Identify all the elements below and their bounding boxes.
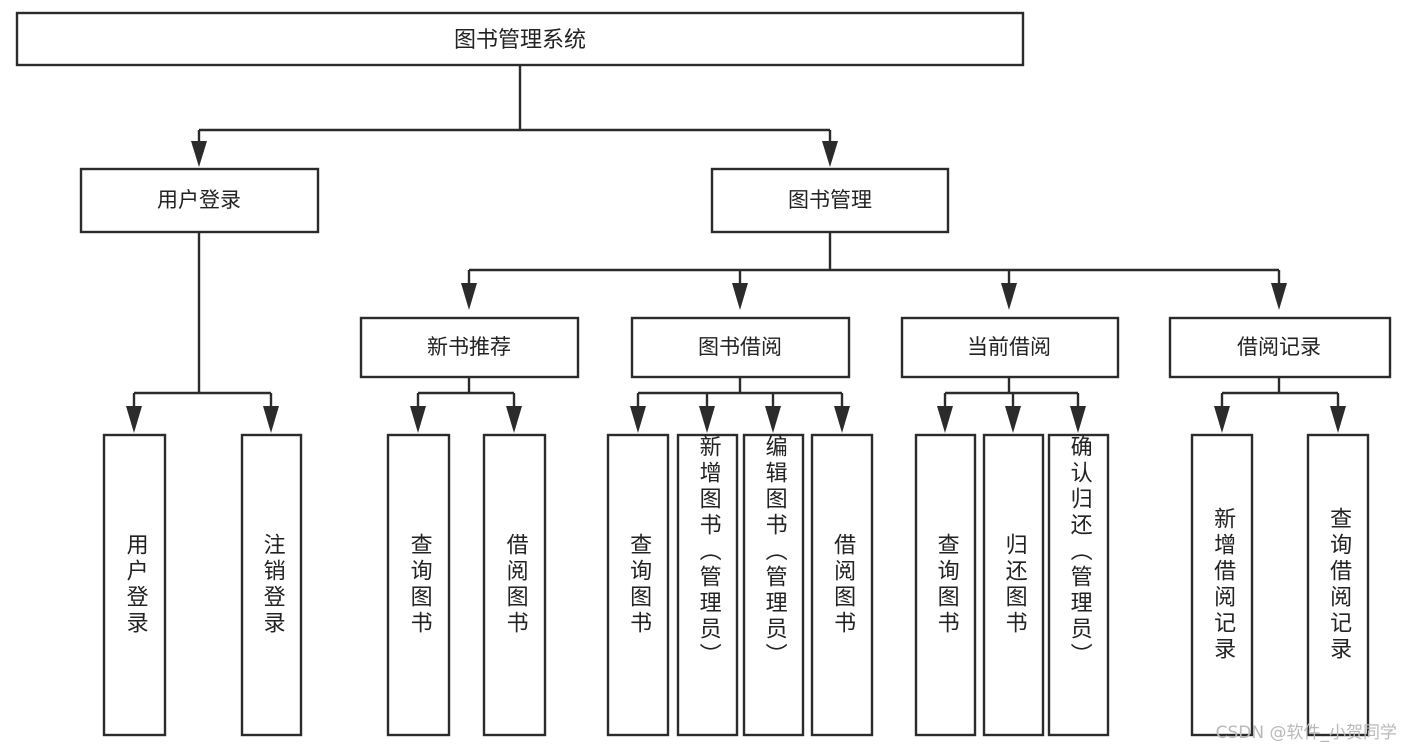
node-root-box[interactable] — [15, 11, 1025, 67]
arrow-head-leaf-add-record — [1214, 406, 1230, 433]
node-book-borrow[interactable]: 图书借阅 — [630, 316, 851, 379]
leaf-edit-book-box[interactable] — [742, 433, 805, 737]
connector-group-user-login — [126, 232, 279, 433]
arrow-head-book-manage — [822, 141, 838, 167]
arrow-head-leaf-edit-book — [765, 406, 781, 433]
arrow-head-current-borrow — [1001, 283, 1017, 310]
leaf-user-login-box[interactable] — [102, 433, 167, 737]
arrow-head-leaf-add-book — [699, 406, 715, 433]
arrow-head-leaf-query-record — [1330, 406, 1346, 433]
node-borrow-record-label: 借阅记录 — [1237, 335, 1321, 359]
node-book-manage-box[interactable] — [710, 167, 950, 234]
arrow-head-leaf-user-logout — [263, 406, 279, 433]
leaf-user-logout-box[interactable] — [240, 433, 303, 737]
leaf-query-book-2-box[interactable] — [606, 433, 670, 737]
arrow-head-new-book-recommend — [461, 283, 477, 310]
connector-group-book-manage — [461, 232, 1287, 310]
node-root[interactable]: 图书管理系统 — [15, 11, 1025, 67]
leaf-borrow-book-2-box[interactable] — [810, 433, 874, 737]
leaf-add-record-box[interactable] — [1190, 433, 1254, 737]
node-book-manage-label: 图书管理 — [788, 188, 872, 212]
arrow-head-leaf-query-book-3 — [937, 406, 953, 433]
arrow-head-leaf-query-book-1 — [410, 406, 426, 433]
arrow-head-leaf-user-login — [126, 406, 142, 433]
node-current-borrow-box[interactable] — [900, 316, 1120, 379]
leaf-boxes — [102, 433, 1370, 737]
node-borrow-record-box[interactable] — [1168, 316, 1392, 379]
leaf-borrow-book-1-box[interactable] — [482, 433, 547, 737]
leaf-return-book-box[interactable] — [982, 433, 1045, 737]
node-user-login[interactable]: 用户登录 — [79, 167, 320, 234]
leaf-query-book-3-box[interactable] — [914, 433, 977, 737]
node-new-book-recommend-label: 新书推荐 — [427, 335, 511, 359]
node-user-login-label: 用户登录 — [157, 188, 241, 212]
connector-group-current-borrow — [937, 377, 1086, 433]
arrow-head-leaf-borrow-book-1 — [506, 406, 522, 433]
connector-group-root — [191, 65, 838, 167]
arrow-head-leaf-query-book-2 — [630, 406, 646, 433]
node-book-borrow-box[interactable] — [630, 316, 851, 379]
node-root-label: 图书管理系统 — [454, 28, 586, 53]
leaf-confirm-return-box[interactable] — [1047, 433, 1110, 737]
watermark-text: CSDN @软件_小贺同学 — [1215, 723, 1397, 743]
node-book-borrow-label: 图书借阅 — [698, 335, 782, 359]
leaf-add-book-box[interactable] — [676, 433, 739, 737]
node-current-borrow[interactable]: 当前借阅 — [900, 316, 1120, 379]
leaf-query-book-1-box[interactable] — [386, 433, 451, 737]
connector-group-new-book-recommend — [410, 377, 522, 433]
node-current-borrow-label: 当前借阅 — [967, 335, 1051, 359]
arrow-head-leaf-confirm-return — [1070, 406, 1086, 433]
node-new-book-recommend-box[interactable] — [359, 316, 580, 379]
connector-group-book-borrow — [630, 377, 850, 433]
arrow-head-leaf-borrow-book-2 — [834, 406, 850, 433]
arrow-head-user-login — [191, 141, 207, 167]
arrow-head-borrow-record — [1271, 283, 1287, 310]
node-borrow-record[interactable]: 借阅记录 — [1168, 316, 1392, 379]
connector-group-borrow-record — [1214, 377, 1346, 433]
node-book-manage[interactable]: 图书管理 — [710, 167, 950, 234]
node-user-login-box[interactable] — [79, 167, 320, 234]
node-new-book-recommend[interactable]: 新书推荐 — [359, 316, 580, 379]
leaf-query-record-box[interactable] — [1306, 433, 1370, 737]
arrow-head-book-borrow — [732, 283, 748, 310]
arrow-head-leaf-return-book — [1005, 406, 1021, 433]
